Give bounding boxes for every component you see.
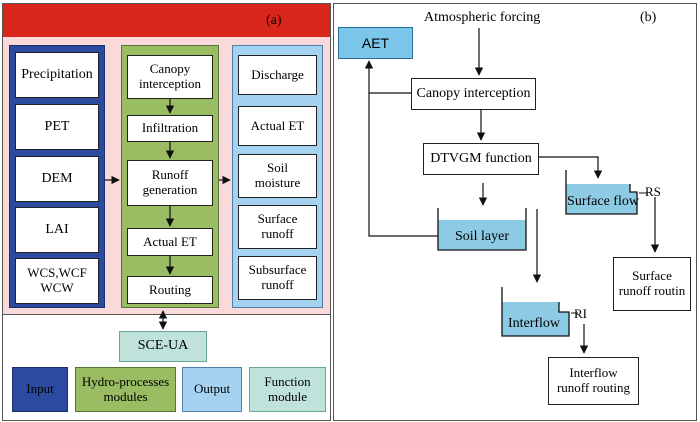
- soil-layer-label: Soil layer: [455, 229, 509, 244]
- atmospheric-forcing-label: Atmospheric forcing: [424, 10, 541, 25]
- output-discharge: Discharge: [238, 55, 317, 95]
- output-actual-et: Actual ET: [238, 106, 317, 146]
- input-lai: LAI: [15, 207, 99, 253]
- arrow-dtvgm-to-surface: [539, 156, 603, 179]
- panel-a-banner: [3, 4, 330, 37]
- surface-runoff-routing-box: Surface runoff routin: [613, 257, 691, 311]
- dtvgm-function-box: DTVGM function: [423, 143, 539, 175]
- soil-layer-tank: [437, 208, 527, 251]
- process-canopy-interception: Canopy interception: [127, 55, 213, 99]
- legend-input: Input: [12, 367, 68, 412]
- output-subsurface-runoff: Subsurface runoff: [238, 256, 317, 300]
- sce-ua-box: SCE-UA: [119, 331, 207, 362]
- aet-box: AET: [338, 27, 413, 59]
- arrow-canopy-to-aet: [364, 60, 411, 94]
- interflow-runoff-routing-box: Interflow runoff routing: [548, 357, 639, 405]
- canopy-interception-box: Canopy interception: [411, 78, 536, 110]
- output-soil-moisture: Soil moisture: [238, 154, 317, 198]
- process-infiltration: Infiltration: [127, 115, 213, 142]
- legend-function-module: Function module: [249, 367, 326, 412]
- legend-output: Output: [182, 367, 242, 412]
- interflow-tank: [501, 287, 570, 337]
- panel-b-label: (b): [640, 10, 657, 25]
- input-dem: DEM: [15, 156, 99, 202]
- surface-flow-label: Surface flow: [567, 194, 640, 209]
- input-pet: PET: [15, 104, 99, 150]
- surface-flow-tank: [565, 170, 638, 215]
- rs-label: RS: [645, 184, 661, 199]
- ri-label: RI: [574, 306, 587, 321]
- input-wcs-wcf-wcw: WCS,WCF WCW: [15, 258, 99, 304]
- arrow-soil-to-aet: [368, 93, 438, 237]
- panel-a-label: (a): [266, 13, 282, 28]
- interflow-label: Interflow: [508, 316, 561, 331]
- process-runoff-generation: Runoff generation: [127, 160, 213, 206]
- input-precipitation: Precipitation: [15, 52, 99, 98]
- legend-hydro-processes: Hydro-processes modules: [75, 367, 176, 412]
- process-routing: Routing: [127, 276, 213, 304]
- process-actual-et: Actual ET: [127, 228, 213, 256]
- output-surface-runoff: Surface runoff: [238, 205, 317, 249]
